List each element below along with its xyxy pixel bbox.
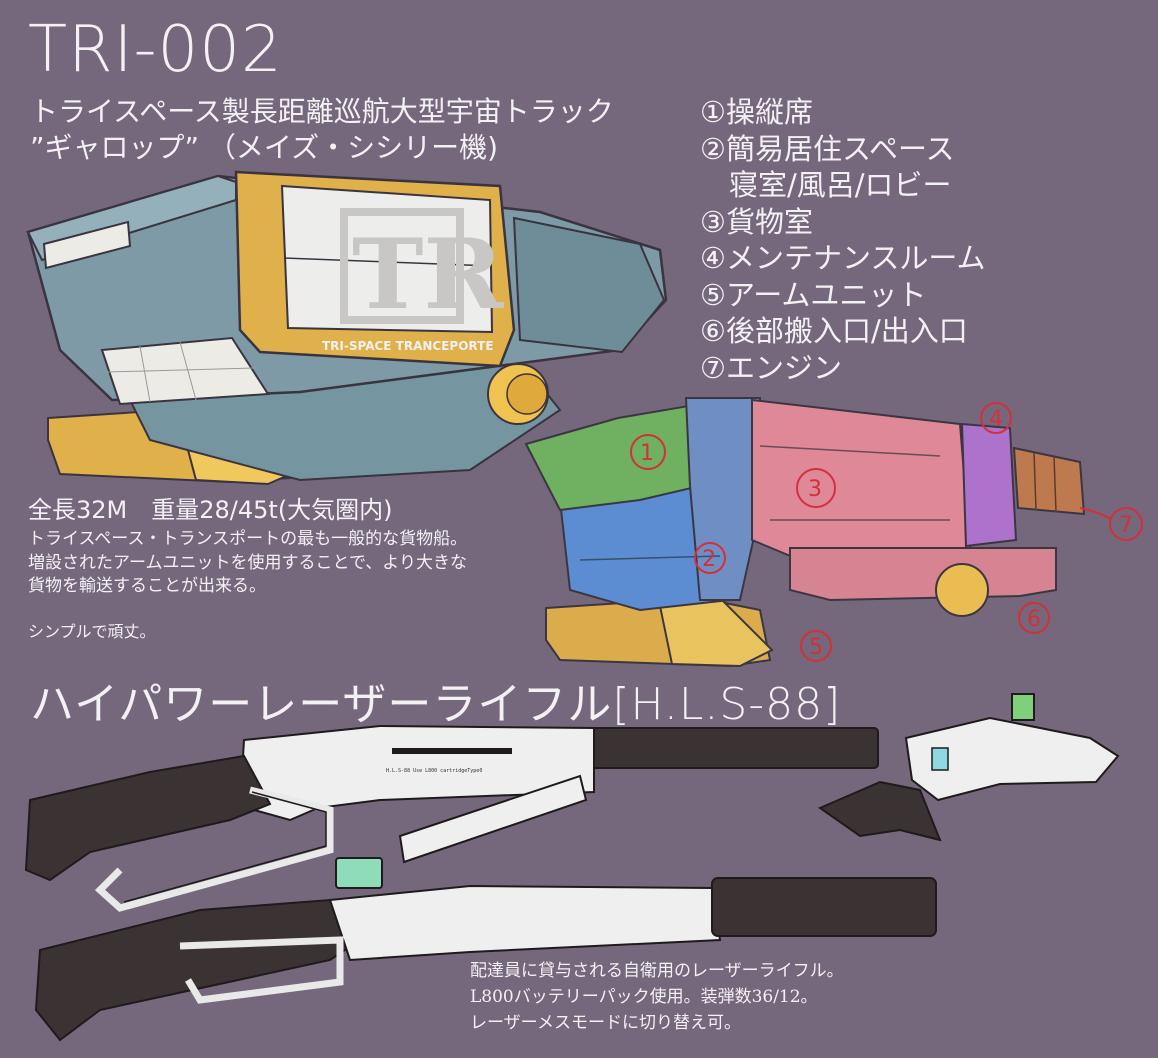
subtitle-line-2: ”ギャロップ” （メイズ・シシリー機) [30, 131, 498, 164]
weapon-description-line: レーザーメスモードに切り替え可。 [470, 1013, 741, 1033]
weapon-title: ハイパワーレーザーライフル[H.L.S-88] [30, 679, 842, 730]
truck-description: トライスペース・トランスポートの最も一般的な貨物船。 増設されたアームユニットを… [28, 528, 467, 599]
annotation-6: 6 [1027, 607, 1041, 632]
truck-specs: 全長32M 重量28/45t(大気圏内) [28, 496, 393, 524]
truck-logo-text: TRI-SPACE TRANCEPORTE [322, 339, 494, 353]
truck-subtitle: トライスペース製長距離巡航大型宇宙トラック ”ギャロップ” （メイズ・シシリー機… [30, 94, 614, 166]
truck-exterior-illustration: TR [26, 170, 668, 486]
truck-cutaway-illustration [524, 397, 1086, 668]
parts-item: 寝室/風呂/ロビー [700, 168, 952, 202]
svg-text:TR: TR [352, 218, 504, 331]
rifle-illustration-bottom [34, 877, 937, 1042]
annotation-3: 3 [808, 477, 822, 502]
annotation-5: 5 [809, 635, 823, 660]
truck-description-line: 増設されたアームユニットを使用することで、より大きな [28, 552, 467, 573]
rifle-engraving: H.L.S-88 Use L800 cartridgeType0 [386, 768, 482, 774]
annotation-1: 1 [640, 441, 654, 466]
parts-item: ⑦エンジン [700, 350, 842, 385]
annotation-4: 4 [989, 407, 1003, 432]
page-title: TRI-002 [28, 13, 283, 87]
parts-item: ④メンテナンスルーム [700, 241, 986, 275]
weapon-description-line: 配達員に貸与される自衛用のレーザーライフル。 [470, 961, 844, 981]
subtitle-line-1: トライスペース製長距離巡航大型宇宙トラック [30, 95, 614, 128]
annotation-7: 7 [1119, 513, 1133, 538]
parts-list: ①操縦席 ②簡易居住スペース 寝室/風呂/ロビー ③貨物室 ④メンテナンスルーム… [700, 94, 986, 386]
weapon-description: 配達員に貸与される自衛用のレーザーライフル。 L800バッテリーパック使用。装弾… [470, 958, 844, 1036]
truck-description-line: 貨物を輸送することが出来る。 [28, 576, 266, 596]
cutaway-annotations: 1 2 3 4 5 6 7 [630, 402, 1143, 662]
parts-item: ②簡易居住スペース [700, 131, 955, 166]
truck-description-note: シンプルで頑丈。 [28, 622, 156, 641]
parts-item: ⑤アームユニット [700, 277, 927, 312]
truck-description-line: トライスペース・トランスポートの最も一般的な貨物船。 [28, 529, 468, 549]
weapon-description-line: L800バッテリーパック使用。装弾数36/12。 [470, 987, 818, 1007]
parts-item: ⑥後部搬入口/出入口 [700, 314, 968, 348]
parts-item: ①操縦席 [700, 95, 813, 129]
parts-item: ③貨物室 [700, 204, 813, 239]
annotation-2: 2 [702, 547, 716, 572]
rifle-illustration-detail [817, 693, 1120, 842]
rifle-illustration-top [24, 724, 879, 912]
